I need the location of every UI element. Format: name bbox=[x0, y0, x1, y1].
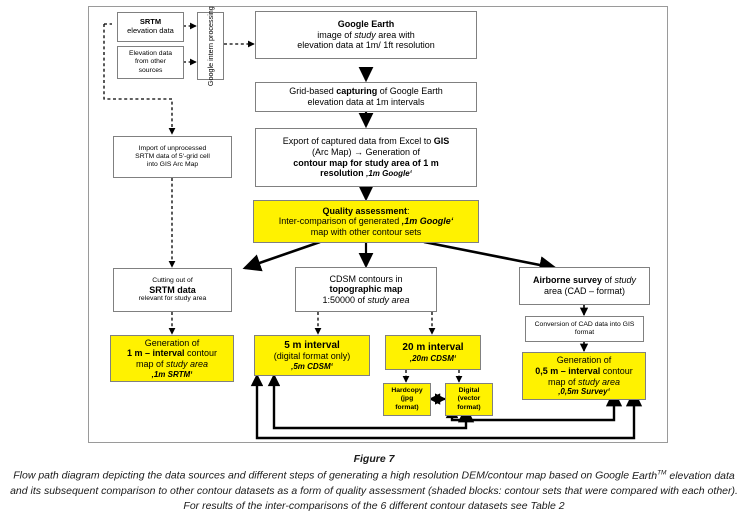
airborne-line2: area (CAD – format) bbox=[543, 286, 626, 296]
gen05m-line4: ‚0,5m Survey‘ bbox=[558, 387, 610, 397]
cut-srtm-line1: Cutting out of bbox=[152, 276, 193, 284]
gen05m-line3: map of study area bbox=[547, 376, 621, 387]
node-cdsm-topo: CDSM contours in topographic map 1:50000… bbox=[295, 267, 437, 312]
other-source-line3: sources bbox=[138, 66, 163, 74]
gen1m-line2: 1 m – interval contour bbox=[126, 348, 218, 359]
caption-line-3: contour sets that were compared with eac… bbox=[183, 484, 738, 513]
node-export-gis: Export of captured data from Excel to GI… bbox=[255, 128, 477, 187]
digital-line3: format) bbox=[457, 403, 481, 411]
gen05m-line2: 0,5 m – interval contour bbox=[535, 365, 633, 376]
node-quality-assessment: Quality assessment: Inter-comparison of … bbox=[253, 200, 479, 243]
caption-line-1: Flow path diagram depicting the data sou… bbox=[13, 469, 630, 482]
gen05m-line1: Generation of bbox=[556, 355, 612, 366]
quality-assessment-title: Quality assessment: bbox=[322, 205, 410, 216]
airborne-line1: Airborne survey of study bbox=[532, 275, 637, 286]
srtm-source-title: SRTM bbox=[139, 17, 162, 27]
node-google-intern-processing: Google intern processing bbox=[197, 6, 224, 86]
digital-line2: (vector bbox=[457, 395, 481, 403]
export-gis-line4: resolution ‚1m Google‘ bbox=[320, 168, 412, 179]
node-cad-conversion: Conversion of CAD data into GIS format bbox=[525, 316, 644, 342]
cut-srtm-line2: SRTM data bbox=[149, 284, 196, 295]
interval5m-line3: ‚5m CDSM‘ bbox=[291, 361, 333, 371]
hardcopy-line3: format) bbox=[395, 403, 419, 411]
hardcopy-line2: (jpg bbox=[400, 395, 414, 403]
node-gen-1m-srtm: Generation of 1 m – interval contour map… bbox=[110, 335, 234, 382]
google-earth-line2: image of study area with bbox=[317, 29, 415, 40]
import-srtm-line3: into GIS Arc Map bbox=[146, 161, 199, 168]
node-srtm-source: SRTM elevation data bbox=[117, 12, 184, 42]
node-grid-capture: Grid-based capturing of Google Earth ele… bbox=[255, 82, 477, 112]
node-hardcopy: Hardcopy (jpg format) bbox=[383, 383, 431, 416]
cut-srtm-line3: relevant for study area bbox=[138, 295, 207, 303]
figure-caption: Figure 7 Flow path diagram depicting the… bbox=[8, 452, 740, 514]
other-source-line2: from other bbox=[135, 58, 166, 66]
node-cut-srtm: Cutting out of SRTM data relevant for st… bbox=[113, 268, 232, 312]
quality-assessment-line3: map with other contour sets bbox=[310, 226, 422, 237]
grid-capture-line2: elevation data at 1m intervals bbox=[307, 97, 425, 107]
other-source-line1: Elevation data bbox=[128, 50, 173, 58]
interval20m-line1: 20 m interval bbox=[402, 341, 464, 353]
node-other-source: Elevation data from other sources bbox=[117, 46, 184, 79]
grid-capture-line1: Grid-based capturing of Google Earth bbox=[289, 86, 443, 97]
node-interval-5m: 5 m interval (digital format only) ‚5m C… bbox=[254, 335, 370, 376]
quality-assessment-line2: Inter-comparison of generated ‚1m Google… bbox=[278, 216, 454, 227]
interval20m-line2: ‚20m CDSM‘ bbox=[409, 353, 457, 363]
gen1m-line4: ‚1m SRTM‘ bbox=[151, 369, 193, 379]
caption-line-2: EarthTM elevation data and its subsequen… bbox=[10, 469, 735, 497]
node-google-earth: Google Earth image of study area with el… bbox=[255, 11, 477, 59]
google-processing-label: Google intern processing bbox=[205, 6, 215, 86]
import-srtm-line1: Import of unprocessed bbox=[138, 144, 207, 152]
cdsm-topo-line3: 1:50000 of study area bbox=[322, 294, 410, 305]
cdsm-topo-line2: topographic map bbox=[329, 284, 403, 295]
interval5m-line2: (digital format only) bbox=[273, 351, 351, 362]
cdsm-topo-line1: CDSM contours in bbox=[329, 273, 403, 284]
import-srtm-line2: SRTM data of 5‘-grid cell bbox=[135, 152, 210, 160]
srtm-source-subtitle: elevation data bbox=[127, 26, 174, 35]
node-gen-05m-survey: Generation of 0,5 m – interval contour m… bbox=[522, 352, 646, 400]
node-import-srtm: Import of unprocessed SRTM data of 5‘-gr… bbox=[113, 136, 232, 178]
figure-number: Figure 7 bbox=[353, 453, 395, 465]
digital-line1: Digital bbox=[458, 387, 480, 395]
node-airborne-survey: Airborne survey of study area (CAD – for… bbox=[519, 267, 650, 305]
export-gis-line1: Export of captured data from Excel to GI… bbox=[282, 136, 450, 147]
hardcopy-line1: Hardcopy bbox=[391, 387, 423, 395]
export-gis-line3: contour map for study area of 1 m bbox=[293, 157, 439, 168]
gen1m-line3: map of study area bbox=[135, 359, 209, 370]
google-earth-line3: elevation data at 1m/ 1ft resolution bbox=[297, 40, 435, 51]
cad-conversion-line2: format bbox=[574, 329, 595, 336]
cad-conversion-line1: Conversion of CAD data into GIS bbox=[534, 320, 635, 328]
export-gis-line2: (Arc Map) → Generation of bbox=[311, 146, 421, 157]
node-interval-20m: 20 m interval ‚20m CDSM‘ bbox=[385, 335, 481, 370]
gen1m-line1: Generation of bbox=[144, 337, 200, 348]
interval5m-line1: 5 m interval bbox=[284, 339, 340, 351]
google-earth-title: Google Earth bbox=[337, 19, 395, 30]
node-digital: Digital (vector format) bbox=[445, 383, 493, 416]
